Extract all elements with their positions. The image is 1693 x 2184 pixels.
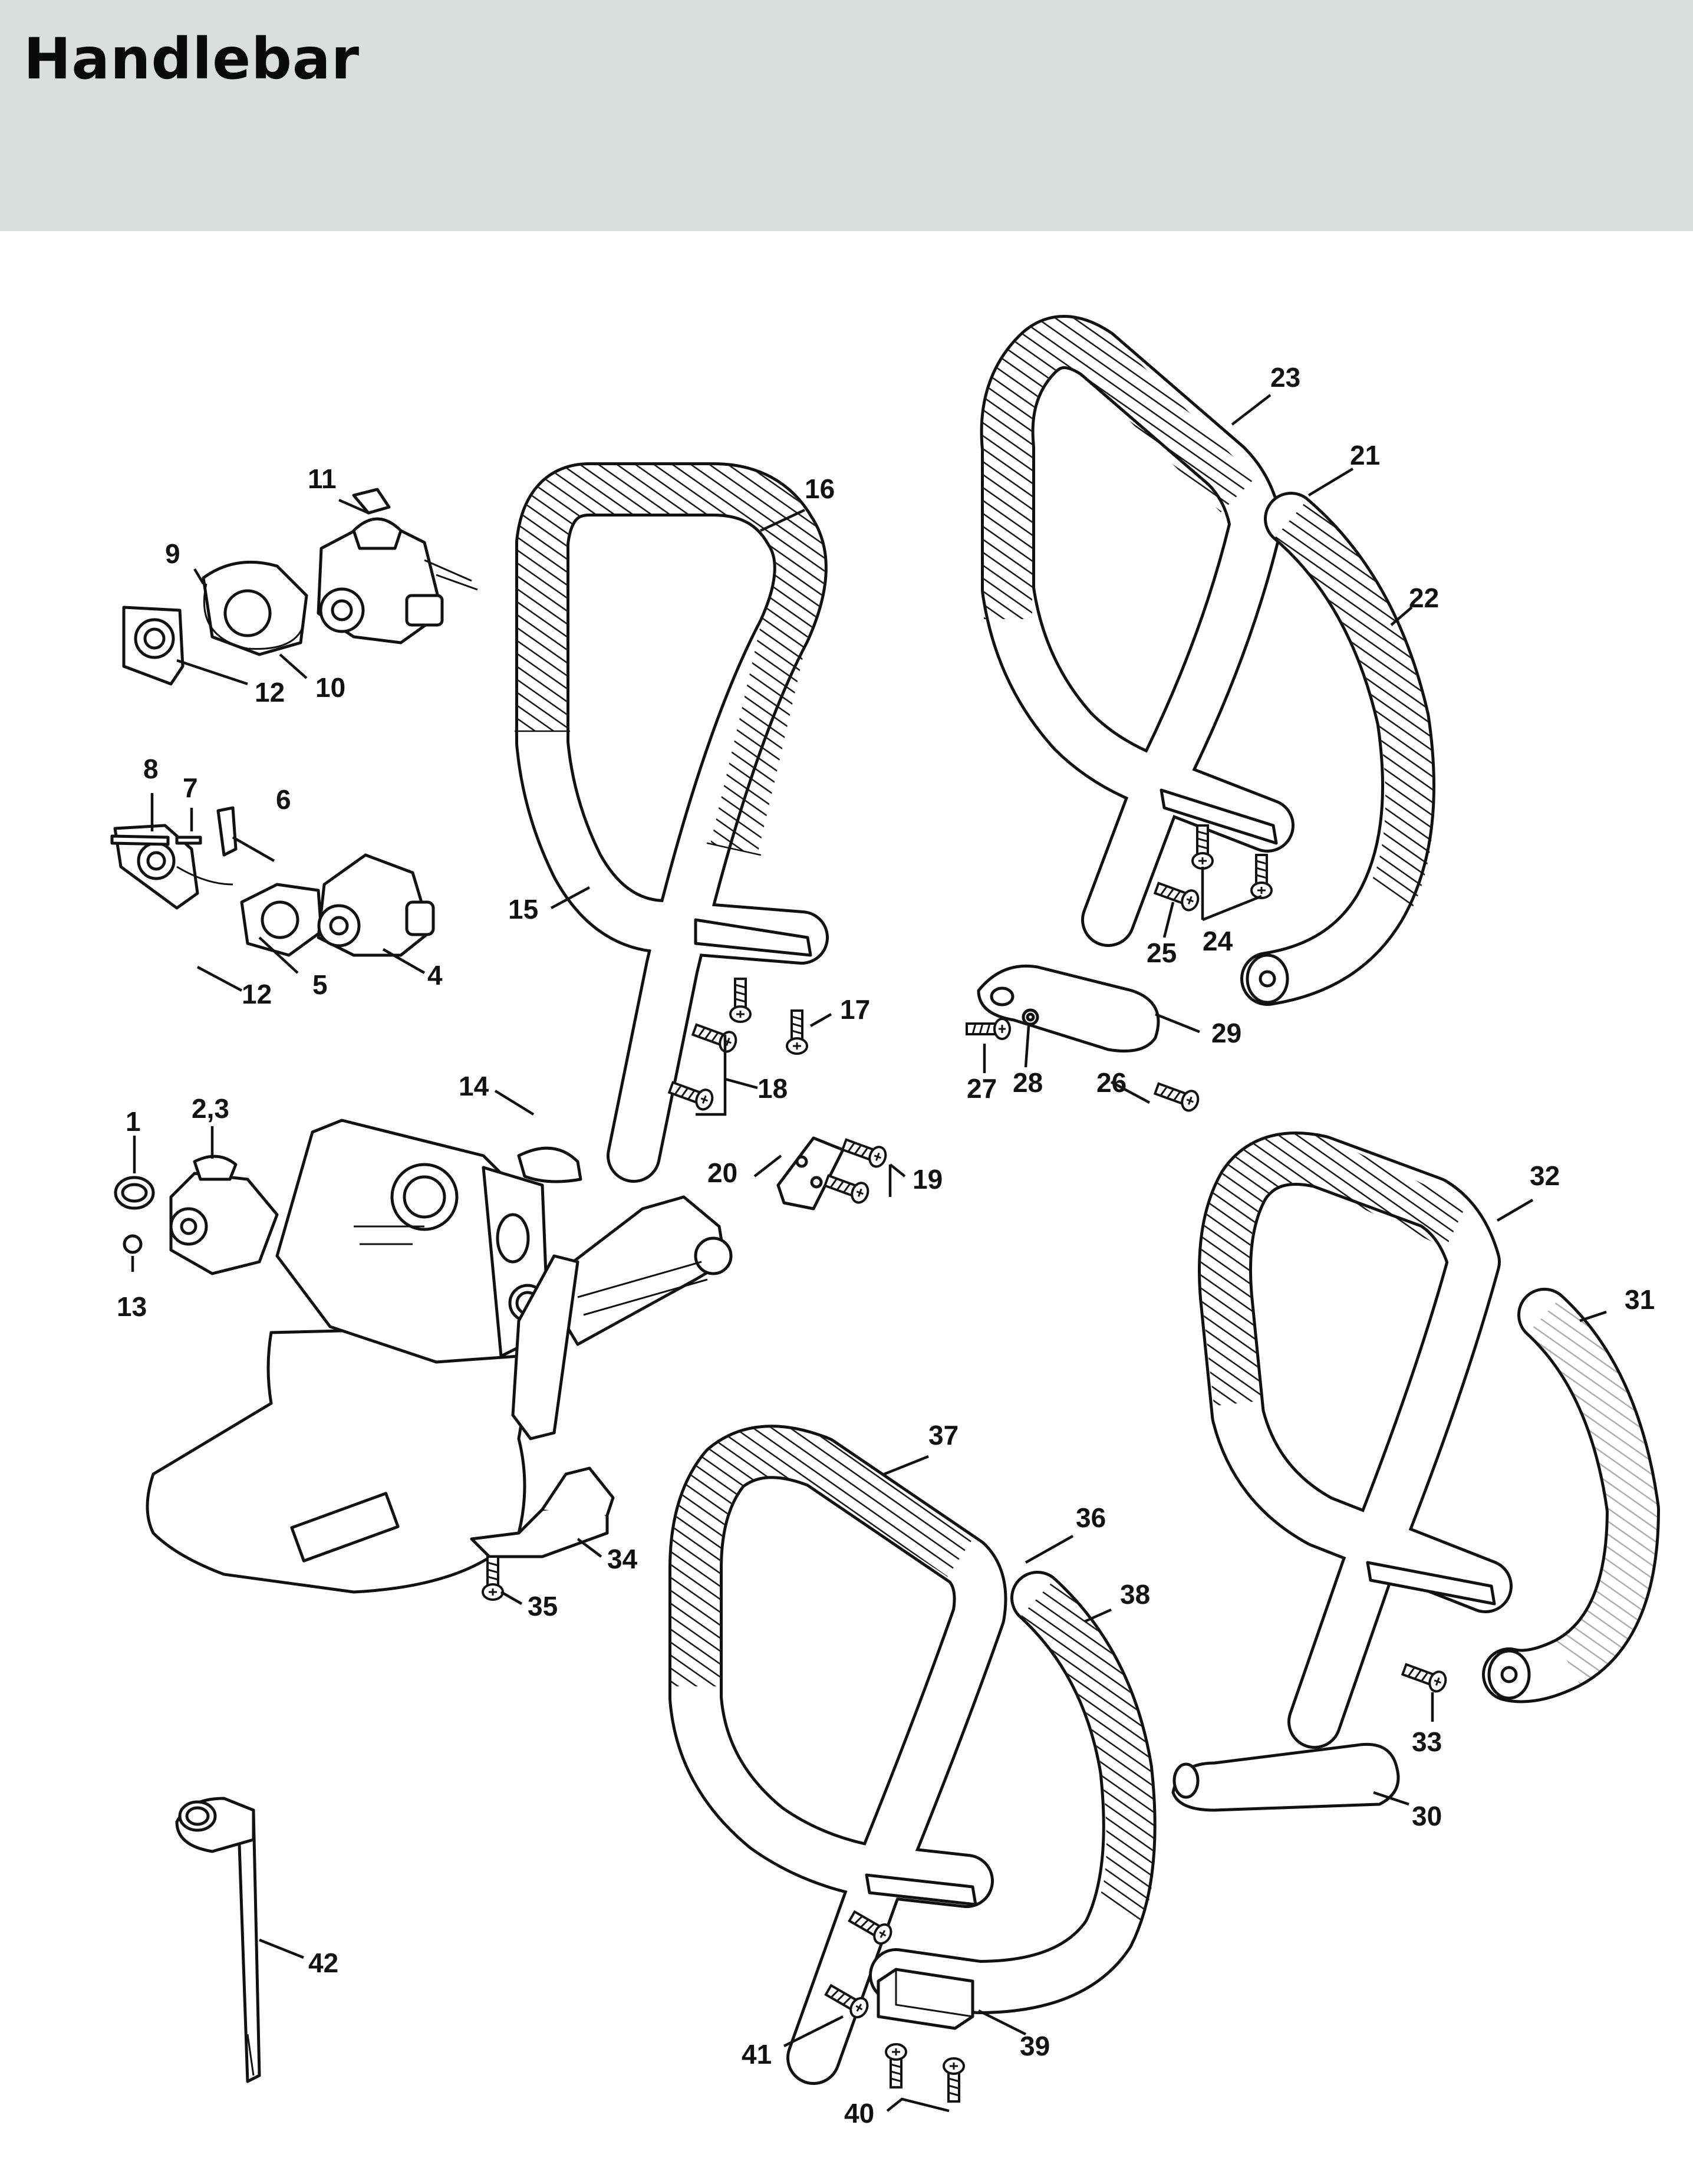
callout-31: 31 <box>1625 1284 1655 1315</box>
callout-40: 40 <box>844 2098 874 2129</box>
callout-32: 32 <box>1530 1160 1560 1191</box>
clamp-part-14 <box>517 1146 582 1183</box>
callout-12-top: 12 <box>255 677 285 708</box>
callout-1: 1 <box>126 1106 141 1137</box>
carburetor-middle-group <box>110 806 435 957</box>
callout-9: 9 <box>165 538 180 569</box>
handlebar-part-36 <box>668 1425 1157 2085</box>
nut-part-13 <box>123 1234 143 1254</box>
callout-36: 36 <box>1076 1502 1106 1533</box>
callout-18: 18 <box>757 1073 788 1104</box>
callout-6: 6 <box>276 784 291 815</box>
callout-25: 25 <box>1147 938 1177 968</box>
callout-41: 41 <box>742 2039 772 2070</box>
callout-8: 8 <box>143 754 159 784</box>
callout-17: 17 <box>840 994 870 1025</box>
callout-7: 7 <box>183 772 198 803</box>
callout-11: 11 <box>308 463 337 494</box>
callout-4: 4 <box>427 960 443 991</box>
clip-part-11 <box>352 488 391 515</box>
callout-28: 28 <box>1013 1067 1043 1098</box>
handlebar-part-31 <box>1198 1132 1660 1749</box>
bracket-part-34 <box>470 1466 615 1601</box>
callout-20: 20 <box>707 1157 737 1188</box>
carburetor-lower-group <box>114 1155 279 1275</box>
callout-16: 16 <box>805 473 835 504</box>
callout-33: 33 <box>1412 1726 1442 1757</box>
callout-38: 38 <box>1120 1579 1150 1610</box>
callout-30: 30 <box>1412 1801 1442 1831</box>
callout-22: 22 <box>1409 583 1439 613</box>
carburetor-top-group <box>122 488 478 686</box>
callout-10: 10 <box>315 672 345 703</box>
callout-37: 37 <box>928 1420 959 1450</box>
strut-part-30 <box>1171 1742 1400 1812</box>
callout-29: 29 <box>1211 1018 1241 1048</box>
handlebar-part-16 <box>514 462 829 1183</box>
callout-23: 23 <box>1270 362 1300 393</box>
callout-39: 39 <box>1020 2031 1050 2061</box>
callout-15: 15 <box>508 894 538 925</box>
callout-5: 5 <box>312 969 328 1000</box>
damper-part-39 <box>877 1968 974 2030</box>
leader-lines <box>131 394 1607 2113</box>
callout-2-3: 2,3 <box>192 1093 229 1124</box>
callout-42: 42 <box>308 1948 338 1978</box>
title-bar: Handlebar <box>0 0 1693 231</box>
callout-14: 14 <box>459 1071 489 1101</box>
page-title: Handlebar <box>24 26 360 92</box>
callout-13: 13 <box>117 1291 147 1322</box>
connector-part-6 <box>216 806 238 857</box>
callout-21: 21 <box>1350 440 1380 471</box>
callout-34: 34 <box>607 1544 638 1574</box>
fasteners-39-40-41 <box>822 1906 974 2103</box>
wrench-part-42 <box>175 1797 261 2083</box>
callout-labels: 11 9 10 12 8 7 6 4 5 12 1 2,3 13 14 15 1… <box>117 362 1655 2129</box>
callout-12-mid: 12 <box>242 979 272 1009</box>
plate-part-20 <box>776 1134 890 1211</box>
strut-part-29 <box>966 964 1202 1114</box>
sleeve-part-8 <box>110 834 170 846</box>
callout-19: 19 <box>913 1164 943 1195</box>
sleeve-part-7 <box>175 836 202 845</box>
callout-35: 35 <box>528 1591 558 1621</box>
handlebar-part-21 <box>980 315 1435 1006</box>
crankcase-group <box>146 1119 733 1594</box>
callout-27: 27 <box>967 1073 997 1104</box>
callout-24: 24 <box>1203 926 1233 956</box>
callout-26: 26 <box>1096 1067 1127 1098</box>
